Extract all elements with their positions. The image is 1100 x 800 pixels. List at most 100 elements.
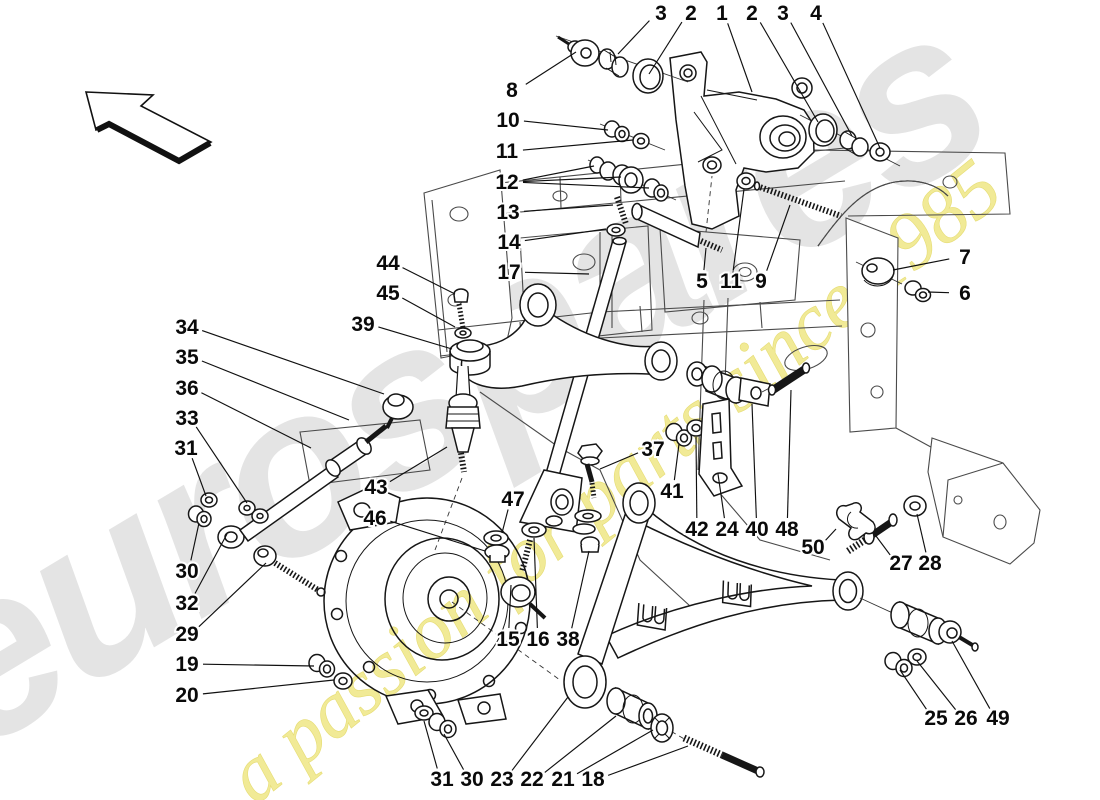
- callout-7: 7: [959, 246, 971, 269]
- nut-washer-10-11: [599, 120, 666, 151]
- callout-41: 41: [660, 480, 684, 503]
- callout-47: 47: [501, 488, 524, 511]
- leader-line-21: [576, 729, 654, 775]
- nut-41: [665, 422, 693, 447]
- leader-line-11: [732, 188, 745, 271]
- callout-25: 25: [924, 707, 948, 730]
- leader-line-44: [402, 267, 456, 295]
- callout-18: 18: [581, 768, 605, 791]
- callout-19: 19: [175, 653, 198, 676]
- callout-4: 4: [810, 2, 822, 25]
- leader-line-48: [786, 389, 792, 519]
- leader-line-4: [822, 22, 881, 149]
- leader-line-33: [195, 426, 248, 504]
- nut-6: [904, 280, 932, 303]
- callout-27: 27: [889, 552, 912, 575]
- leader-line-24: [717, 473, 725, 519]
- braided-cable: [817, 180, 949, 247]
- leader-line-2: [648, 21, 683, 75]
- leader-line-13: [523, 204, 614, 212]
- callout-39: 39: [351, 313, 374, 336]
- leader-line-25: [899, 669, 927, 710]
- leader-line-38: [571, 550, 590, 629]
- direction-arrow: [84, 91, 213, 165]
- leader-line-43: [389, 446, 448, 483]
- callout-43: 43: [364, 476, 387, 499]
- inner-pin-29: [253, 545, 326, 597]
- callout-30: 30: [460, 768, 483, 791]
- leader-line-9: [766, 204, 791, 271]
- leader-line-36: [201, 392, 312, 449]
- callout-28: 28: [918, 552, 942, 575]
- callout-32: 32: [175, 592, 198, 615]
- callout-3: 3: [777, 2, 789, 25]
- callout-31: 31: [174, 437, 198, 460]
- leader-line-11: [522, 139, 634, 151]
- leader-line-6: [927, 291, 950, 294]
- callout-37: 37: [641, 438, 664, 461]
- callout-46: 46: [363, 507, 386, 530]
- callout-5: 5: [696, 270, 708, 293]
- leader-line-39: [378, 326, 453, 350]
- callout-50: 50: [801, 536, 824, 559]
- top-left-bushing-set: [555, 35, 689, 94]
- washer-28: [903, 495, 927, 517]
- leader-line-47: [501, 509, 509, 534]
- bolt-5: [631, 175, 724, 253]
- washer-7: [855, 257, 903, 287]
- flanged-nut-16: [521, 522, 547, 538]
- leader-line-2: [759, 22, 819, 123]
- leader-line-5: [703, 247, 707, 271]
- callout-2: 2: [746, 2, 758, 25]
- link-40-assembly: [686, 361, 801, 407]
- callout-30: 30: [175, 560, 198, 583]
- washer-14: [606, 223, 626, 237]
- washer-31-nut-30-bottom: [414, 705, 457, 739]
- callout-11: 11: [720, 270, 743, 293]
- callout-8: 8: [506, 79, 518, 102]
- washer-47-nut-46: [483, 530, 510, 563]
- leader-line-32: [194, 533, 228, 594]
- leader-line-26: [916, 660, 957, 711]
- leader-line-46: [390, 520, 486, 552]
- bushing-group-12: [587, 156, 677, 202]
- callout-48: 48: [775, 518, 799, 541]
- leader-line-20: [202, 679, 335, 695]
- leader-line-15: [508, 584, 512, 629]
- callout-9: 9: [755, 270, 767, 293]
- leader-line-7: [892, 258, 950, 271]
- bolt-44-washer-45: [453, 288, 472, 339]
- leader-line-23: [511, 696, 569, 771]
- nut-19-washer-20: [308, 653, 353, 690]
- callout-20: 20: [175, 684, 198, 707]
- leader-line-3: [617, 20, 650, 55]
- stud-9: [753, 181, 843, 219]
- leader-line-27: [875, 535, 891, 556]
- toe-link: [187, 393, 414, 549]
- leader-line-18: [607, 745, 689, 776]
- leader-line-34: [201, 329, 385, 395]
- washer-11b: [736, 172, 756, 190]
- leader-line-49: [951, 640, 991, 709]
- leader-line-40: [751, 403, 757, 519]
- leader-line-1: [727, 23, 753, 93]
- shock-lower-mount: [545, 443, 603, 553]
- bracket-24: [698, 398, 744, 497]
- leader-line-22: [544, 715, 617, 773]
- leader-line-41: [673, 443, 680, 481]
- parts-layer: [187, 35, 979, 778]
- callout-22: 22: [520, 768, 543, 791]
- upper-wishbone: [449, 283, 678, 389]
- callout-36: 36: [175, 377, 198, 400]
- callout-33: 33: [175, 407, 198, 430]
- callout-17: 17: [497, 261, 520, 284]
- callout-29: 29: [175, 623, 198, 646]
- leader-line-37: [599, 452, 639, 470]
- callout-40: 40: [745, 518, 768, 541]
- callout-24: 24: [715, 518, 739, 541]
- leader-line-42: [695, 436, 698, 519]
- bushing-22-ring-21-bolt-18: [606, 686, 765, 778]
